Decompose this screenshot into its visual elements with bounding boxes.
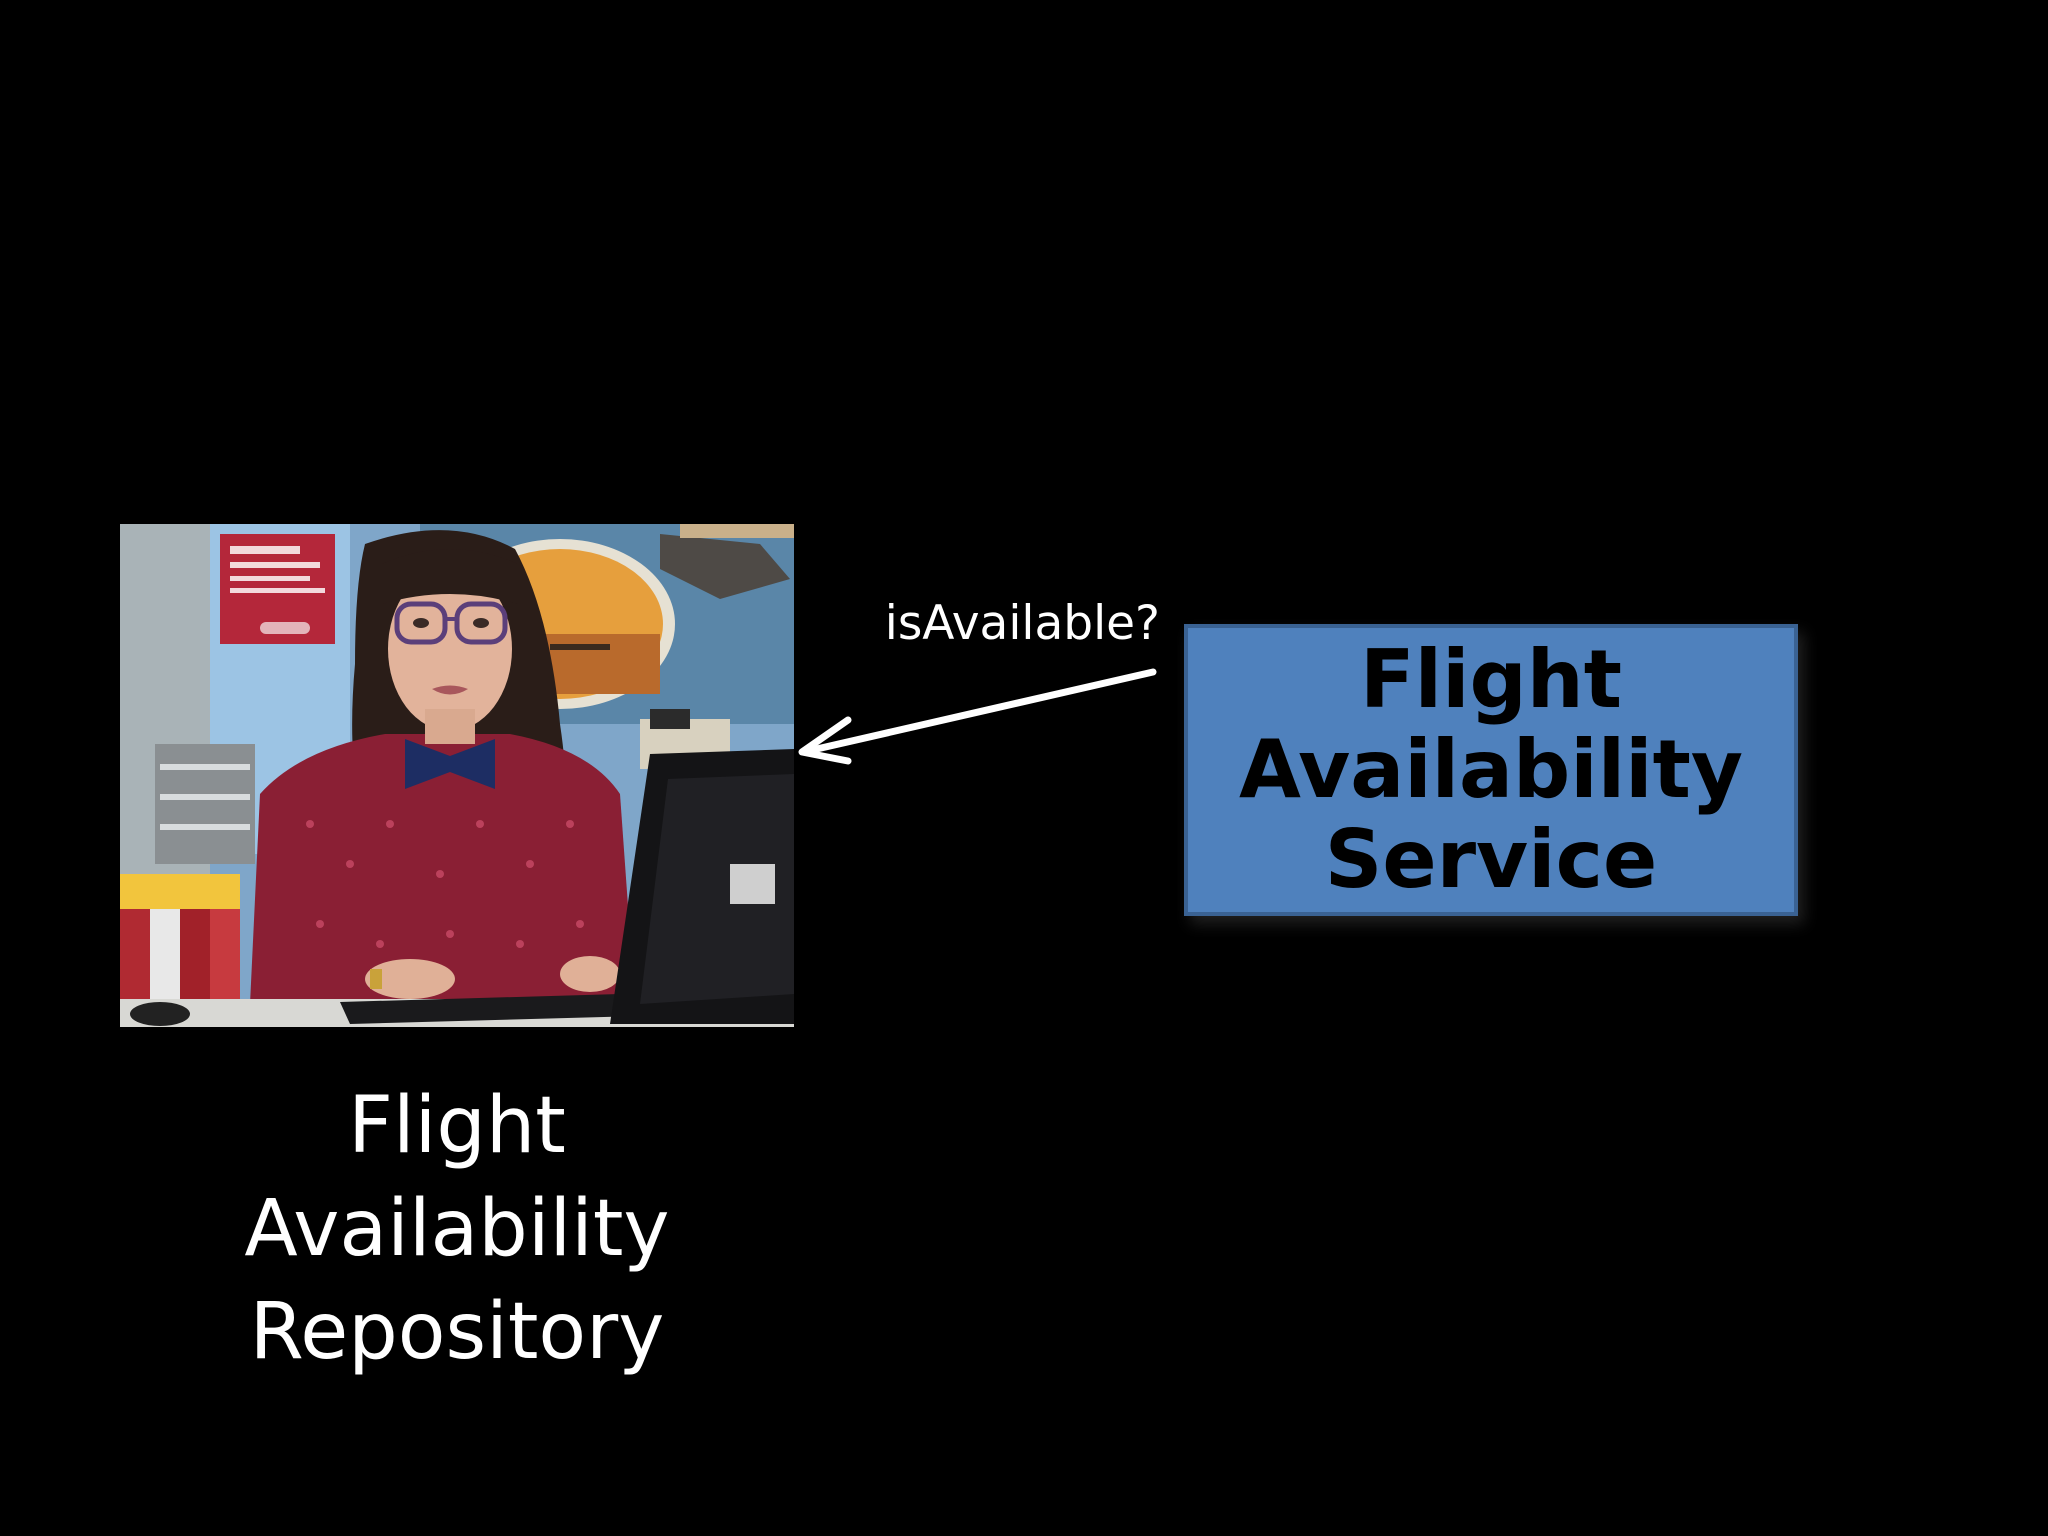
request-arrow bbox=[798, 668, 1157, 765]
request-arrow-shaft bbox=[804, 668, 1157, 755]
repository-label-line-2: Availability bbox=[244, 1184, 670, 1274]
repository-photo-illustration bbox=[120, 524, 794, 1027]
repository-label: Flight Availability Repository bbox=[120, 1075, 794, 1384]
repository-photo bbox=[120, 524, 794, 1027]
service-label-line-2: Availability bbox=[1239, 723, 1743, 816]
call-label: isAvailable? bbox=[884, 596, 1160, 651]
repository-label-line-1: Flight bbox=[348, 1081, 566, 1171]
repository-label-line-3: Repository bbox=[249, 1287, 665, 1377]
request-arrow-head bbox=[798, 716, 852, 765]
service-box: Flight Availability Service bbox=[1184, 624, 1798, 916]
service-label-line-3: Service bbox=[1324, 813, 1658, 906]
service-label-line-1: Flight bbox=[1360, 633, 1622, 726]
